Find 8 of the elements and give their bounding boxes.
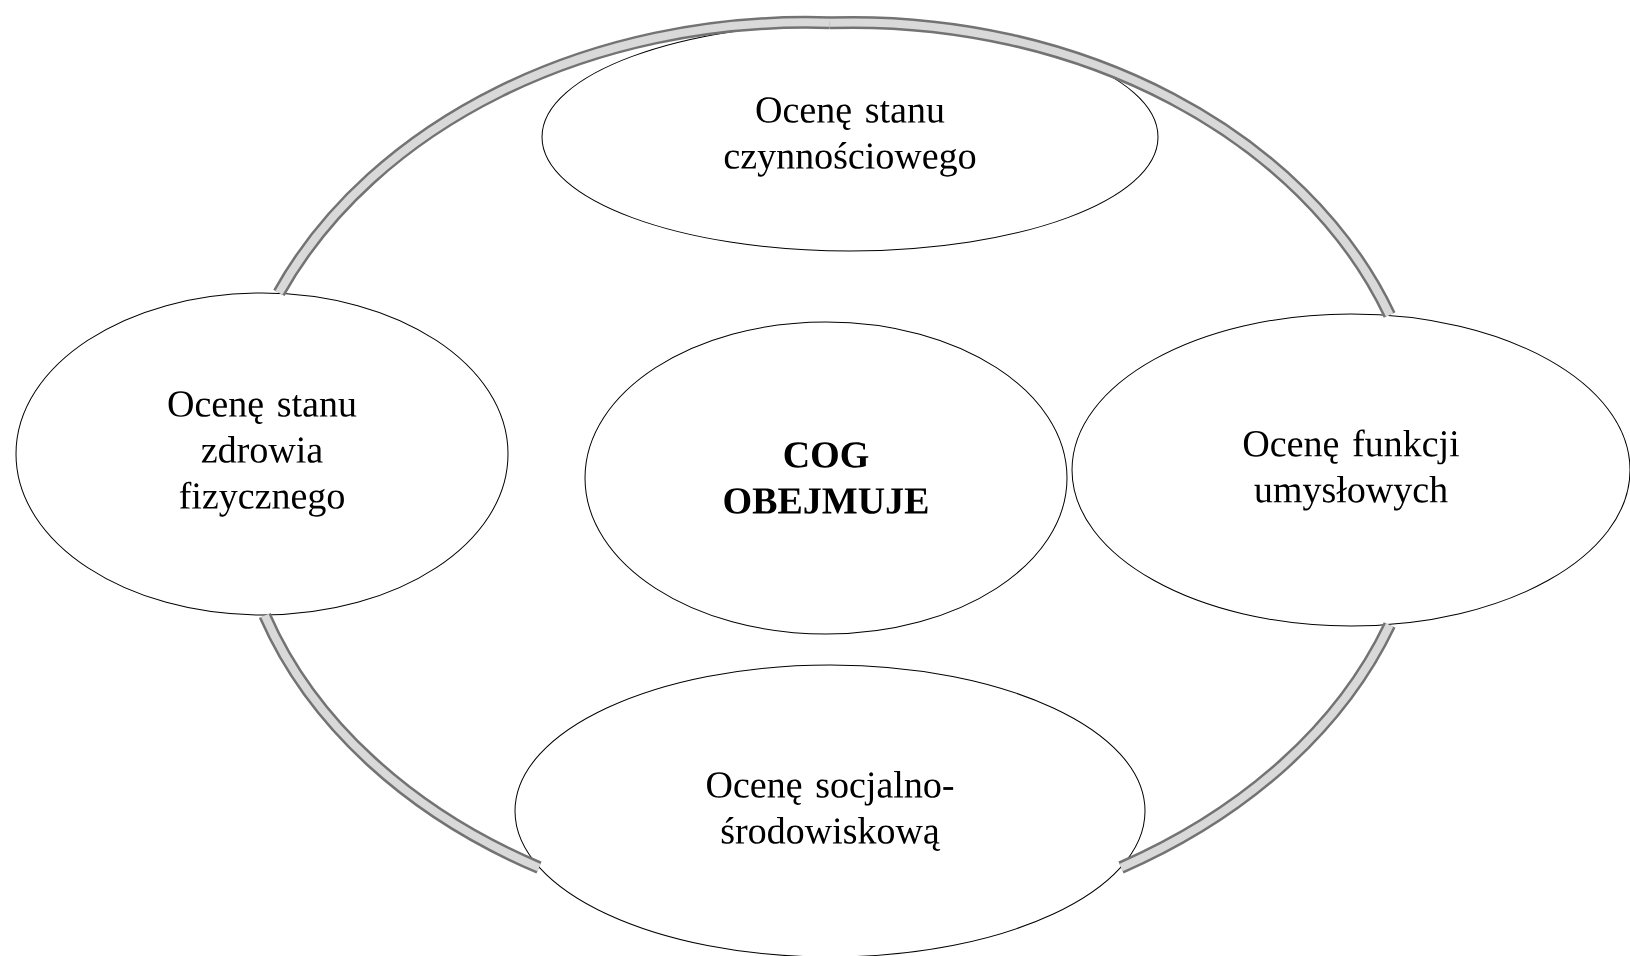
ring-arc bbox=[273, 16, 830, 297]
ellipse-node: Ocenę stanu zdrowia fizycznego bbox=[15, 292, 509, 616]
ellipse-node: Ocenę stanu czynnościowego bbox=[541, 22, 1159, 252]
ellipse-node: COG OBEJMUJE bbox=[584, 321, 1068, 635]
ellipse-node: Ocenę funkcji umysłowych bbox=[1071, 313, 1630, 627]
ring-arc bbox=[1118, 622, 1396, 874]
ring-arc bbox=[258, 612, 542, 874]
ring-arc bbox=[829, 16, 1396, 319]
